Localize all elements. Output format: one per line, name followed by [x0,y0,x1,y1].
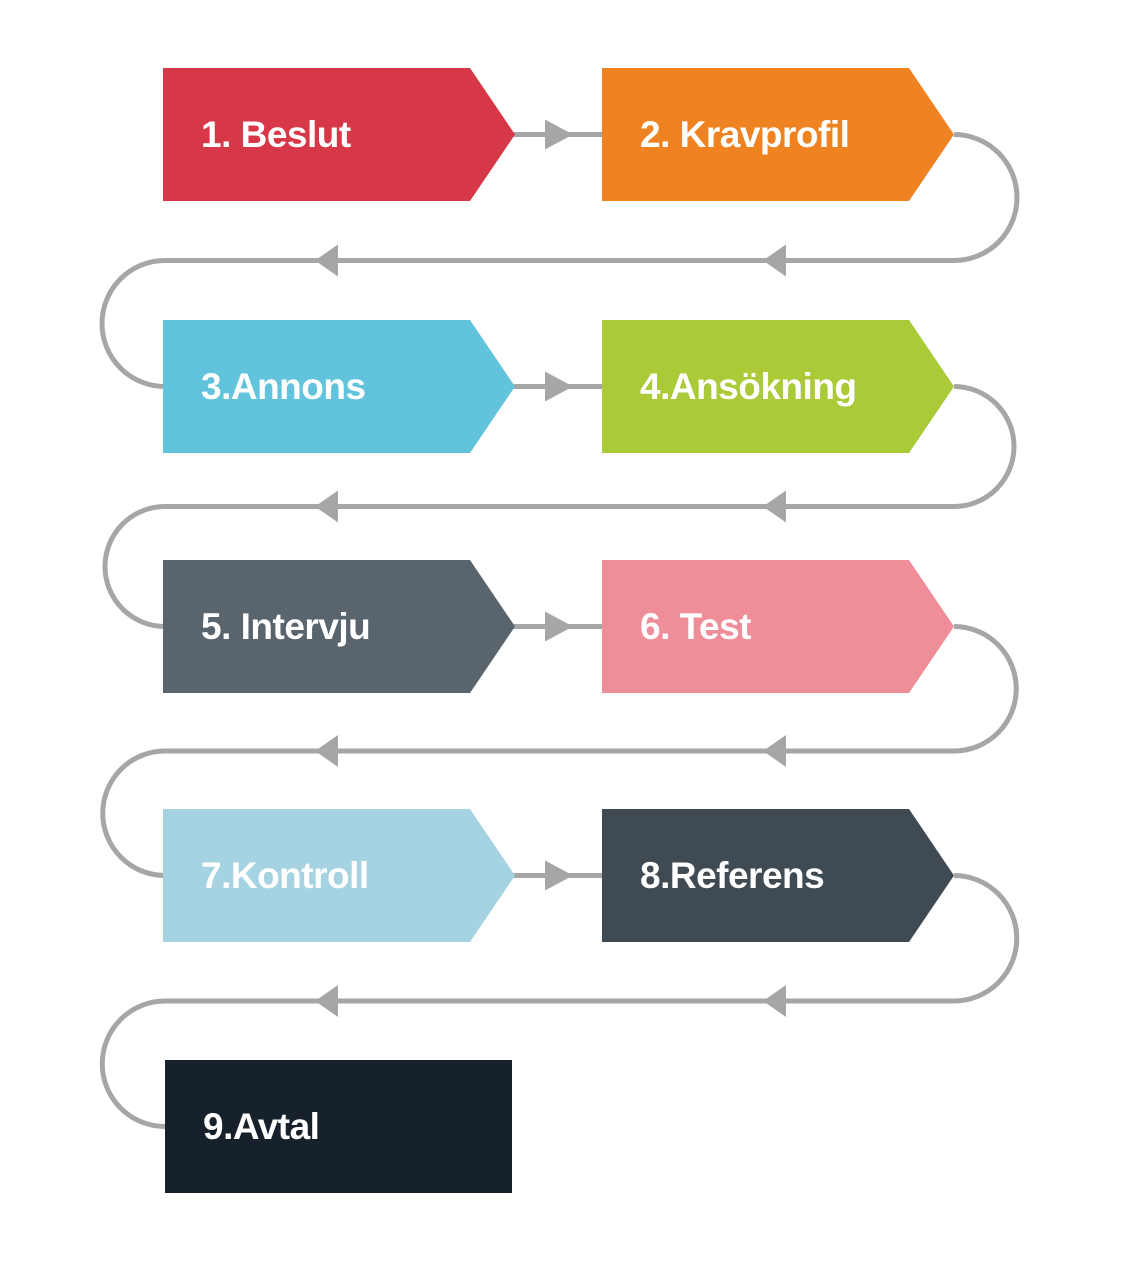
step-box-beslut: 1. Beslut [163,68,515,201]
left-arrowhead-icon [315,490,338,523]
step-label: 4.Ansökning [640,365,857,407]
right-arrowhead-icon [545,611,573,642]
left-arrowhead-icon [763,244,786,277]
right-arrowhead-icon [545,371,573,402]
serpentine-lines [99,132,1020,1129]
step-box-intervju: 5. Intervju [163,560,515,693]
serpentine-connector-row3 [100,624,1019,878]
serpentine-connector-row4 [99,873,1020,1129]
step-box-referens: 8.Referens [602,809,954,942]
left-arrowhead-icon [315,244,338,277]
right-arrowhead-icon [545,119,573,150]
left-arrowhead-icon [763,490,786,523]
arrowheads [315,119,786,1017]
step-label: 5. Intervju [201,605,371,647]
step-box-ansokning: 4.Ansökning [602,320,954,453]
step-label: 8.Referens [640,854,825,896]
step-label: 2. Kravprofil [640,113,850,155]
left-arrowhead-icon [315,735,338,767]
serpentine-connector-row1 [99,132,1020,389]
step-box-test: 6. Test [602,560,954,693]
step-label: 3.Annons [201,365,366,407]
right-arrowhead-icon [545,860,573,891]
left-arrowhead-icon [763,985,786,1017]
step-label: 9.Avtal [203,1105,320,1147]
step-box-avtal: 9.Avtal [165,1060,512,1193]
step-label: 7.Kontroll [201,854,369,896]
step-label: 6. Test [640,605,751,647]
serpentine-connector-row2 [102,384,1017,629]
step-box-kravprofil: 2. Kravprofil [602,68,954,201]
left-arrowhead-icon [315,985,338,1017]
step-label: 1. Beslut [201,113,351,155]
step-box-annons: 3.Annons [163,320,515,453]
left-arrowhead-icon [763,735,786,767]
step-box-kontroll: 7.Kontroll [163,809,515,942]
